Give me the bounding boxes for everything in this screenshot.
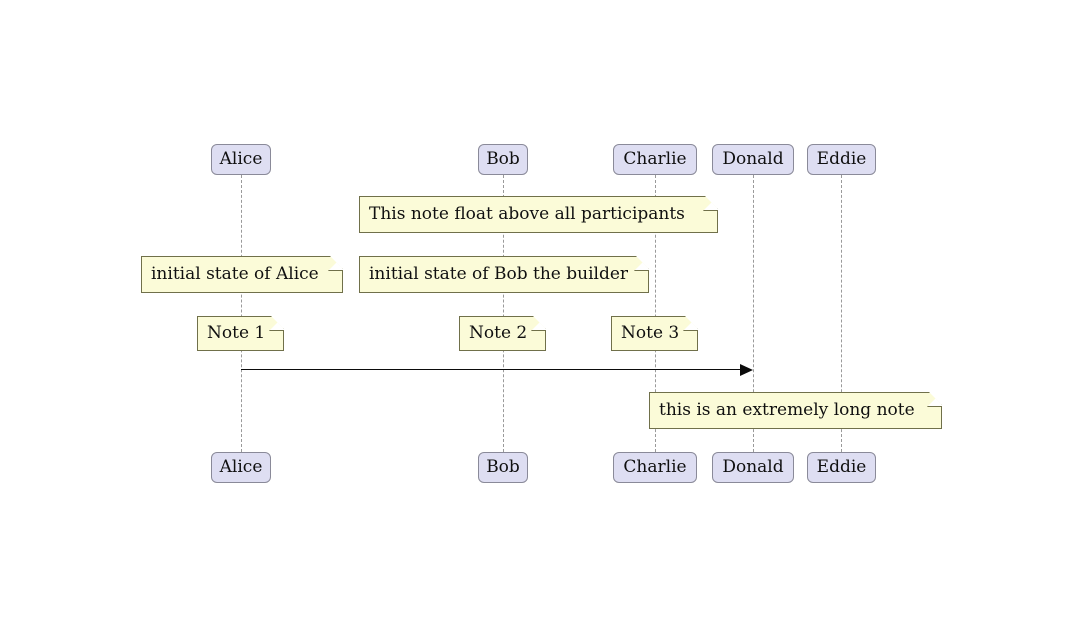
participant-label: Charlie (623, 457, 687, 477)
participant-bottom-eddie[interactable]: Eddie (807, 452, 876, 483)
participant-top-bob[interactable]: Bob (478, 144, 528, 175)
message-line-alice-to-donald[interactable] (241, 369, 740, 370)
lifeline-alice (241, 175, 242, 452)
participant-top-charlie[interactable]: Charlie (613, 144, 697, 175)
lifeline-eddie (841, 175, 842, 452)
note-text: this is an extremely long note (659, 400, 915, 420)
participant-top-alice[interactable]: Alice (211, 144, 271, 175)
note-initial-state-alice[interactable]: initial state of Alice (141, 256, 343, 293)
lifeline-donald (753, 175, 754, 452)
note-2[interactable]: Note 2 (459, 316, 546, 351)
participant-label: Donald (722, 457, 784, 477)
note-text: This note float above all participants (369, 204, 685, 224)
note-fold-corner-icon (683, 316, 698, 331)
note-initial-state-bob[interactable]: initial state of Bob the builder (359, 256, 649, 293)
note-long[interactable]: this is an extremely long note (649, 392, 942, 429)
participant-label: Alice (219, 149, 263, 169)
note-fold-corner-icon (328, 256, 343, 271)
participant-label: Charlie (623, 149, 687, 169)
note-fold-corner-icon (634, 256, 649, 271)
participant-top-donald[interactable]: Donald (712, 144, 794, 175)
note-text: Note 1 (207, 323, 266, 343)
participant-label: Bob (486, 149, 520, 169)
note-fold-corner-icon (927, 392, 942, 407)
participant-top-eddie[interactable]: Eddie (807, 144, 876, 175)
note-fold-corner-icon (703, 196, 718, 211)
participant-bottom-charlie[interactable]: Charlie (613, 452, 697, 483)
participant-label: Donald (722, 149, 784, 169)
participant-bottom-alice[interactable]: Alice (211, 452, 271, 483)
note-text: initial state of Alice (151, 264, 319, 284)
participant-bottom-donald[interactable]: Donald (712, 452, 794, 483)
note-float-above[interactable]: This note float above all participants (359, 196, 718, 233)
lifeline-bob (503, 175, 504, 452)
note-text: initial state of Bob the builder (369, 264, 629, 284)
note-fold-corner-icon (269, 316, 284, 331)
note-1[interactable]: Note 1 (197, 316, 284, 351)
participant-label: Eddie (816, 149, 867, 169)
participant-label: Eddie (816, 457, 867, 477)
participant-label: Alice (219, 457, 263, 477)
note-3[interactable]: Note 3 (611, 316, 698, 351)
participant-label: Bob (486, 457, 520, 477)
participant-bottom-bob[interactable]: Bob (478, 452, 528, 483)
note-text: Note 2 (469, 323, 528, 343)
note-fold-corner-icon (531, 316, 546, 331)
lifeline-charlie (655, 175, 656, 452)
message-arrowhead-icon (740, 364, 753, 376)
note-text: Note 3 (621, 323, 680, 343)
